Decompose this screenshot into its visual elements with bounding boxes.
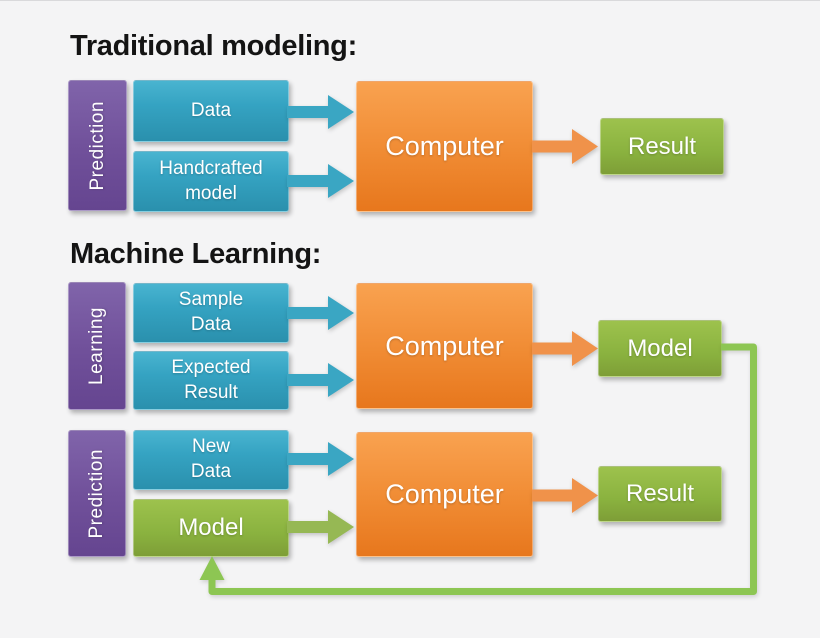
phase-label: Prediction <box>86 448 107 539</box>
arrow-right-icon <box>532 128 599 165</box>
input-box-new-data: New Data <box>133 430 289 490</box>
result-box-prediction: Result <box>598 466 722 522</box>
input-label: New Data <box>190 436 232 482</box>
arrow-right-icon <box>287 509 355 545</box>
traditional-modeling-heading: Traditional modeling: <box>70 30 357 62</box>
input-label: Model <box>178 514 244 541</box>
input-label: Expected Result <box>171 356 251 403</box>
input-box-sample-data: Sample Data <box>133 283 289 343</box>
input-box-expected-result: Expected Result <box>133 351 289 410</box>
input-label: Data <box>190 99 232 121</box>
input-box-handcrafted-model: Handcrafted model <box>133 151 289 212</box>
input-box-data: Data <box>133 80 289 142</box>
phase-box-prediction-ml: Prediction <box>68 430 126 557</box>
computer-label: Computer <box>385 131 504 161</box>
phase-label: Prediction <box>86 100 108 191</box>
input-label: Handcrafted model <box>159 157 263 204</box>
arrow-right-icon <box>287 362 355 398</box>
arrow-right-icon <box>532 330 599 367</box>
model-label: Model <box>627 334 693 362</box>
arrow-up-icon <box>199 556 225 580</box>
computer-label: Computer <box>385 330 504 361</box>
arrow-right-icon <box>287 163 355 199</box>
result-box-traditional: Result <box>600 118 724 175</box>
result-label: Result <box>627 132 697 160</box>
phase-label: Learning <box>86 307 107 385</box>
input-box-model: Model <box>133 499 289 557</box>
computer-box-traditional: Computer <box>356 81 533 212</box>
phase-box-learning: Learning <box>68 282 126 410</box>
model-box-output: Model <box>598 320 722 377</box>
input-label: Sample Data <box>178 289 244 335</box>
computer-box-prediction: Computer <box>356 432 533 557</box>
arrow-right-icon <box>287 94 355 130</box>
computer-box-learning: Computer <box>356 283 533 409</box>
phase-box-prediction-traditional: Prediction <box>68 80 127 211</box>
computer-label: Computer <box>385 479 504 509</box>
arrow-right-icon <box>287 441 355 477</box>
arrow-right-icon <box>287 295 355 331</box>
machine-learning-heading: Machine Learning: <box>70 238 322 270</box>
result-label: Result <box>625 480 695 507</box>
arrow-right-icon <box>532 477 599 514</box>
